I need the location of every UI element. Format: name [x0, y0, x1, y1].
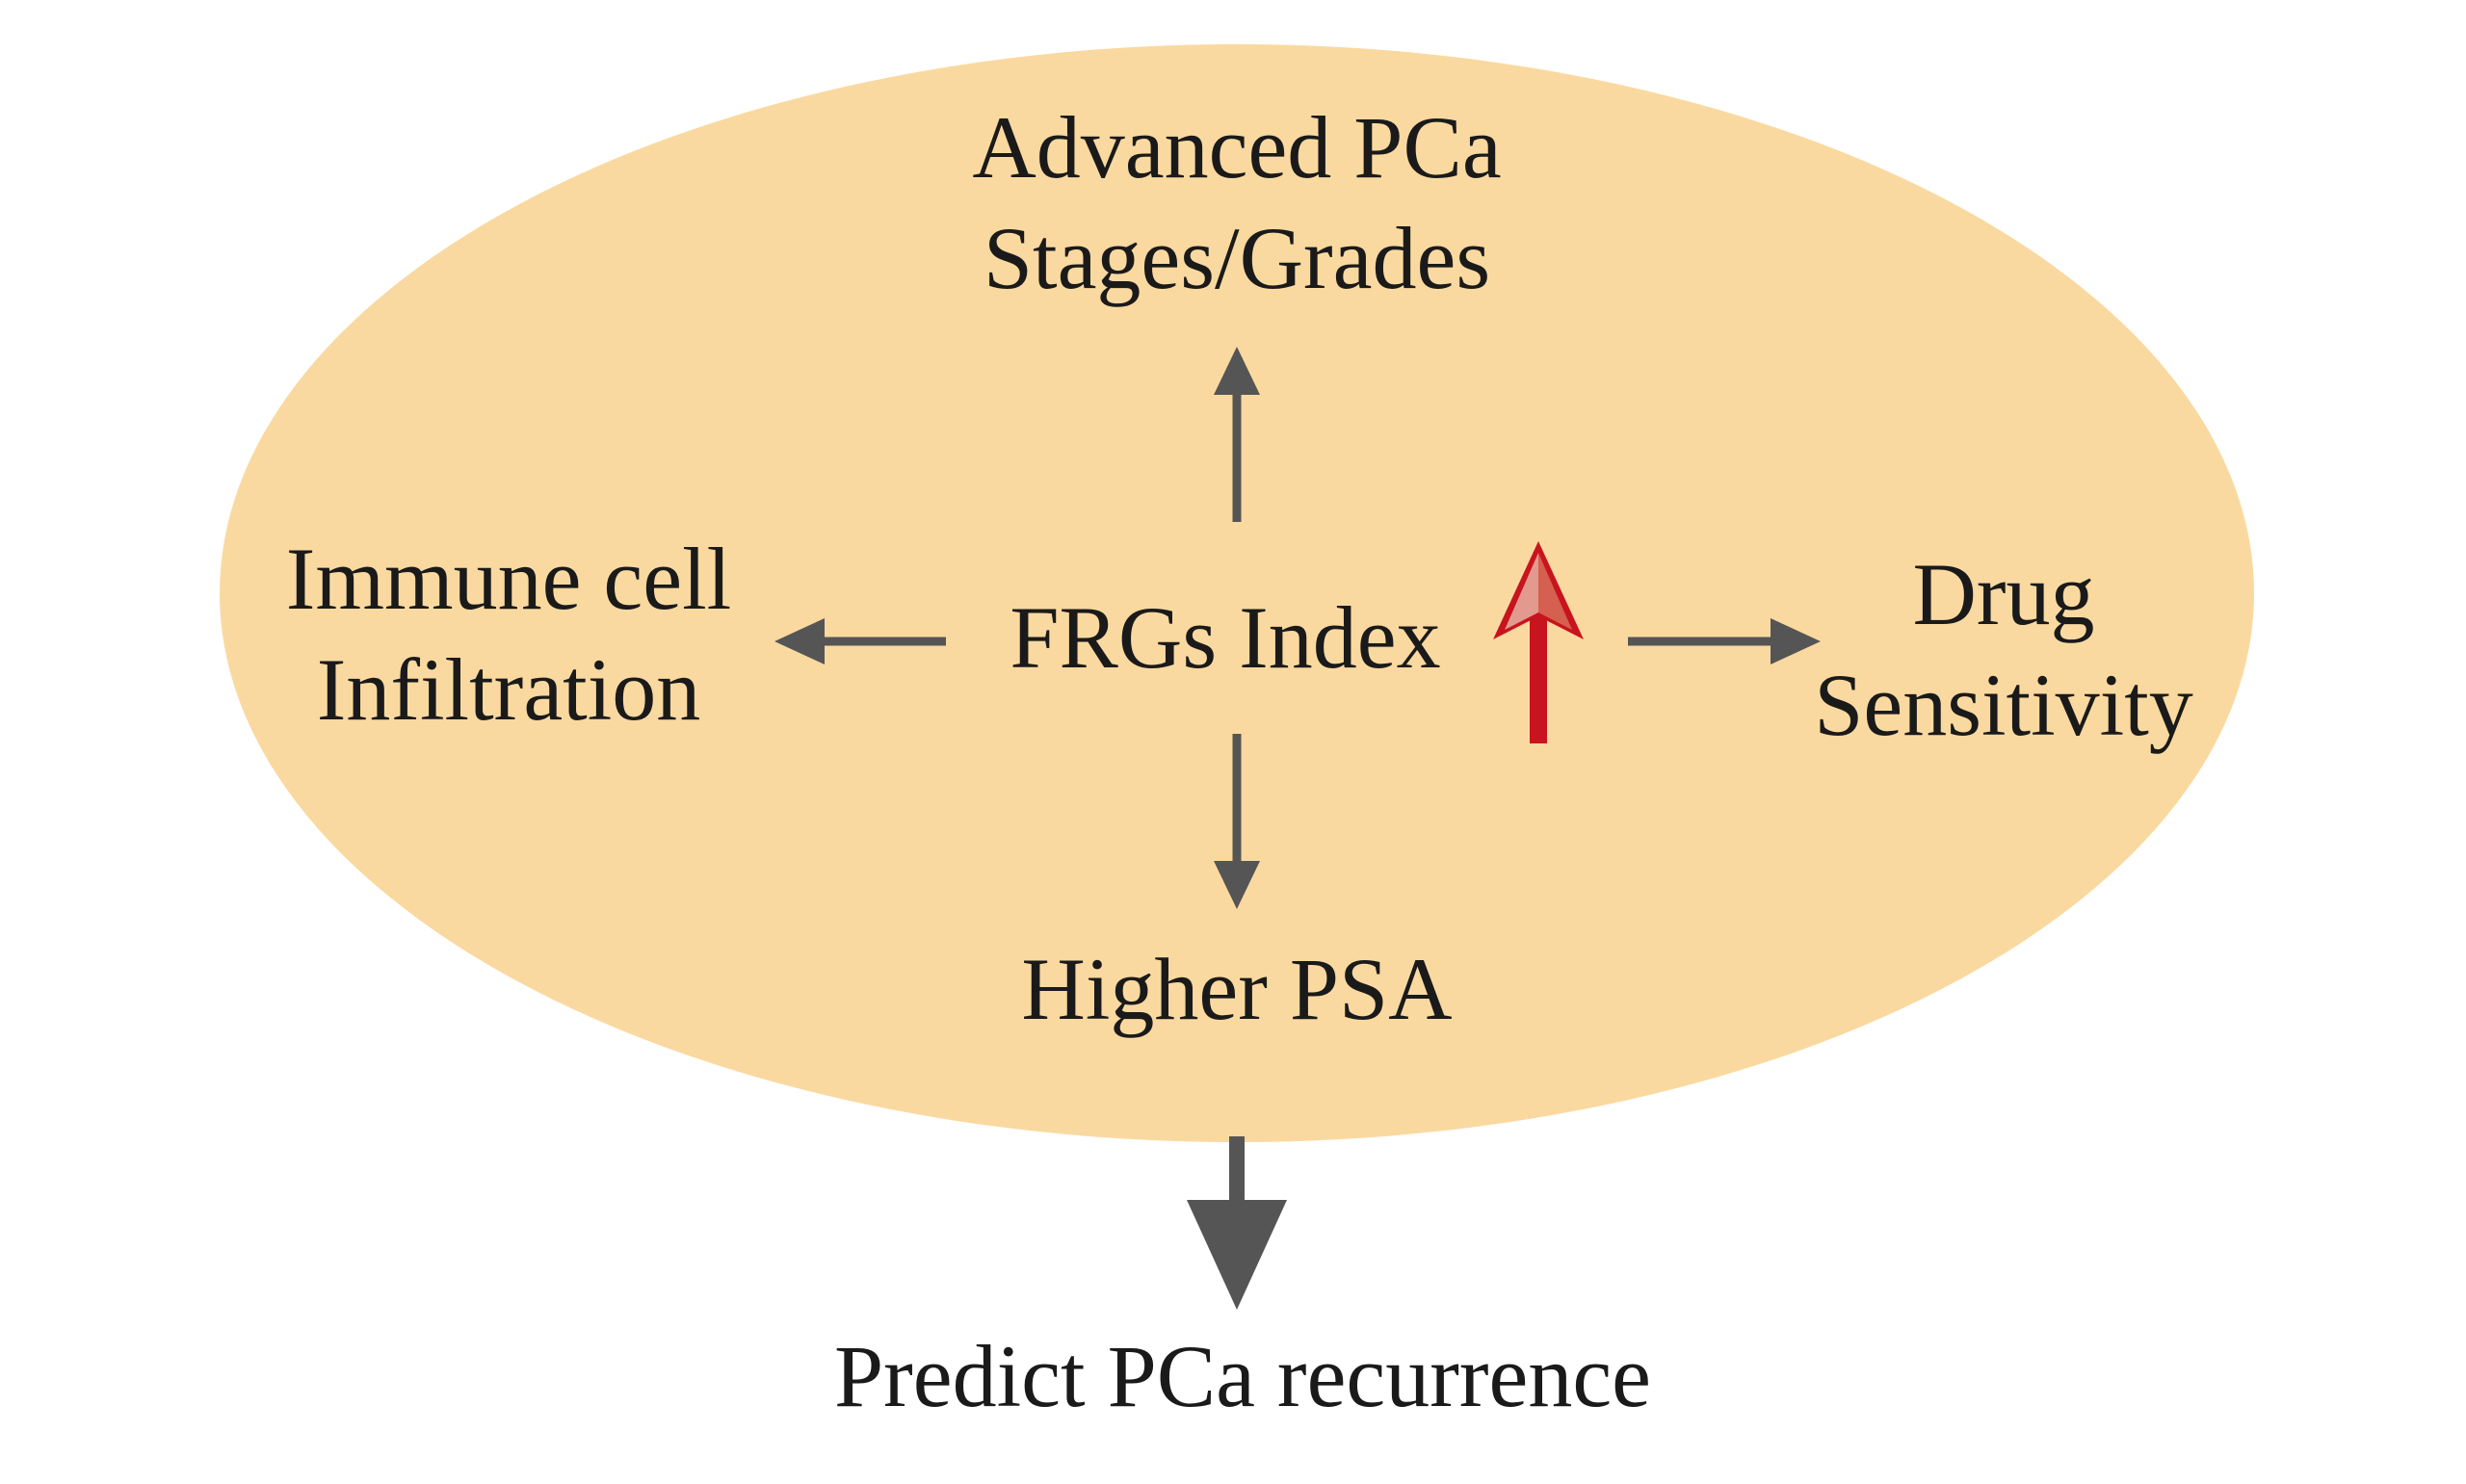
top-label: Advanced PCa Stages/Grades: [972, 92, 1501, 314]
arrow-to-outcome: [1187, 1136, 1287, 1310]
top-label-line-2: Stages/Grades: [983, 209, 1491, 307]
summary-ellipse: [220, 44, 2254, 1142]
outcome-label-text: Predict PCa recurrence: [833, 1327, 1652, 1425]
right-label: Drug Sensitivity: [1814, 539, 2193, 761]
increase-arrow-icon: [1493, 541, 1584, 743]
outcome-label: Predict PCa recurrence: [834, 1321, 1651, 1432]
bottom-label-text: Higher PSA: [1021, 940, 1453, 1038]
left-label: Immune cell Infiltration: [286, 524, 731, 745]
right-label-line-2: Sensitivity: [1814, 656, 2193, 754]
arrow-up-to-stages: [1214, 347, 1260, 522]
left-label-line-1: Immune cell: [285, 530, 732, 628]
arrow-down-to-psa: [1214, 734, 1260, 909]
bottom-label: Higher PSA: [1021, 934, 1452, 1045]
left-label-line-2: Infiltration: [316, 640, 701, 739]
arrow-left-to-immune: [774, 618, 946, 664]
right-label-line-1: Drug: [1912, 545, 2095, 643]
center-label-text: FRGs Index: [1010, 588, 1441, 687]
center-label: FRGs Index: [1010, 583, 1440, 693]
arrow-right-to-drug: [1628, 618, 1821, 664]
top-label-line-1: Advanced PCa: [972, 98, 1502, 196]
